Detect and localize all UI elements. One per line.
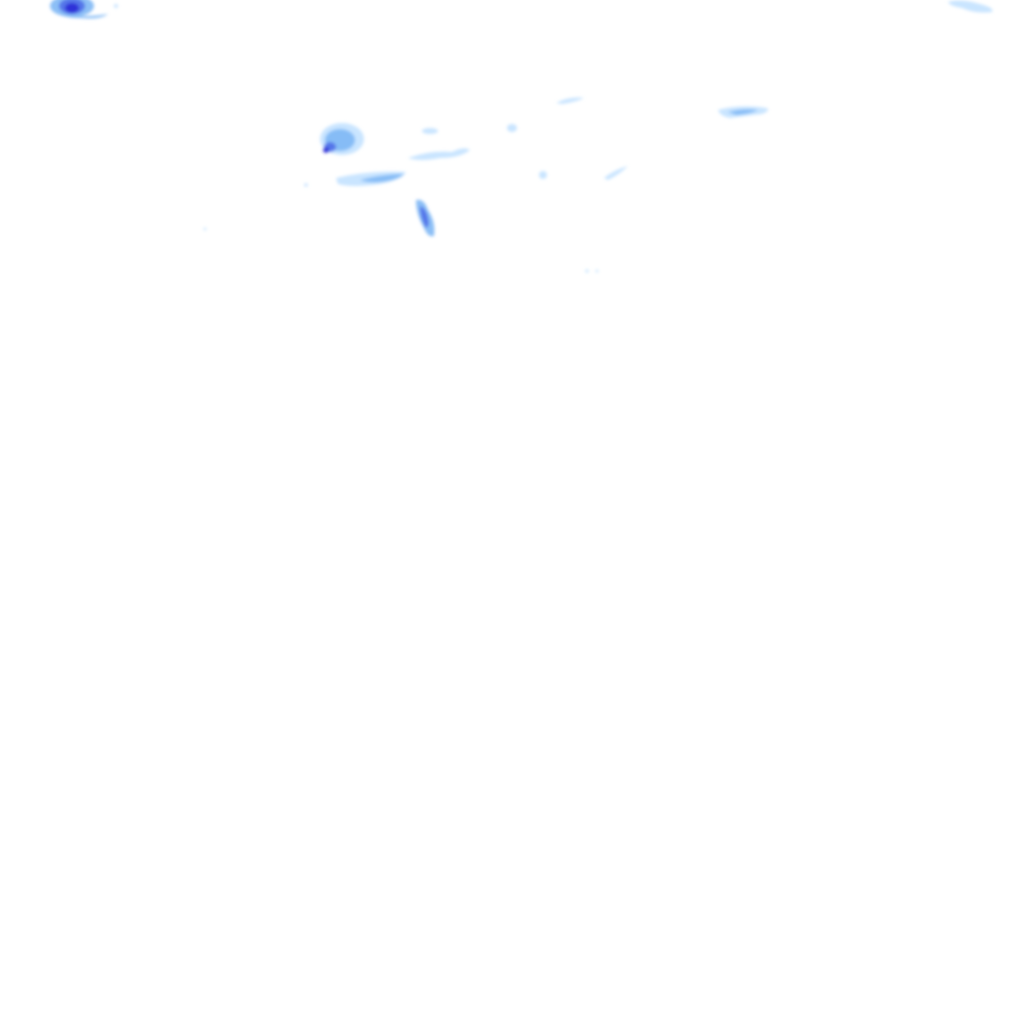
- echo-band-west-south: [304, 171, 406, 187]
- echo-cell-west-core: [320, 123, 364, 155]
- echo-band-central: [408, 148, 470, 160]
- echo-spot-center: [507, 124, 517, 132]
- echo-spot-central-north: [422, 128, 438, 134]
- echo-streak-east-south: [604, 166, 628, 180]
- echo-cell-south-finger: [416, 199, 435, 237]
- echo-cell-far-northwest: [50, 0, 94, 17]
- echo-speck-west: [203, 227, 207, 231]
- echo-cell-northeast-edge: [948, 0, 993, 13]
- echo-speck-south: [585, 269, 599, 273]
- echo-spot-center-south: [539, 171, 547, 179]
- echo-streak-north: [556, 97, 584, 104]
- echo-band-east: [718, 106, 769, 118]
- echo-cell-far-northwest-tail: [60, 4, 118, 19]
